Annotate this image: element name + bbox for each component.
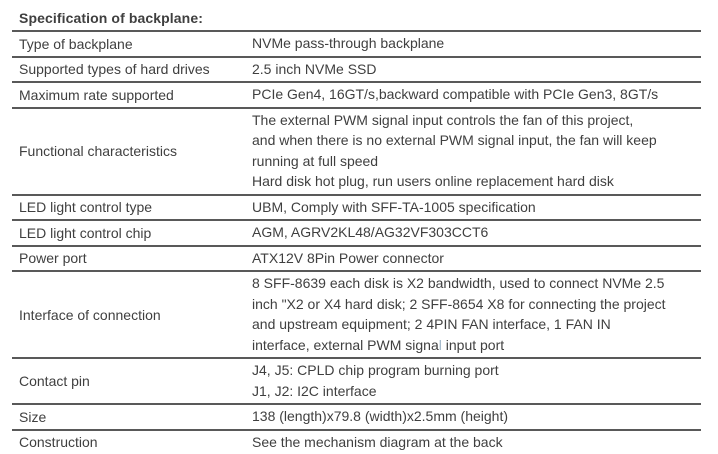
row-label: Supported types of hard drives (12, 59, 252, 79)
row-label: Size (12, 407, 252, 427)
value-text: input port (442, 337, 504, 353)
value-line: 2.5 inch NVMe SSD (252, 59, 701, 80)
value-text: interface, external PWM signa (252, 337, 439, 353)
row-value: 2.5 inch NVMe SSD (252, 58, 701, 82)
row-label: LED light control chip (12, 223, 252, 243)
row-value: PCIe Gen4, 16GT/s,backward compatible wi… (252, 83, 701, 107)
row-value: 8 SFF-8639 each disk is X2 bandwidth, us… (252, 272, 701, 357)
row-value: 138 (length)x79.8 (width)x2.5mm (height) (252, 405, 701, 429)
value-line: UBM, Comply with SFF-TA-1005 specificati… (252, 197, 701, 218)
value-line: Hard disk hot plug, run users online rep… (252, 171, 701, 192)
value-line: ATX12V 8Pin Power connector (252, 248, 701, 269)
row-value: ATX12V 8Pin Power connector (252, 247, 701, 271)
value-line: and upstream equipment; 2 4PIN FAN inter… (252, 314, 701, 335)
row-label: Contact pin (12, 371, 252, 391)
value-line: J1, J2: I2C interface (252, 381, 701, 402)
value-line: J4, J5: CPLD chip program burning port (252, 360, 701, 381)
value-line: AGM, AGRV2KL48/AG32VF303CCT6 (252, 222, 701, 243)
row-label: Construction (12, 432, 252, 452)
row-label: Maximum rate supported (12, 85, 252, 105)
row-label: Functional characteristics (12, 141, 252, 161)
document-page: Specification of backplane: Type of back… (12, 0, 701, 454)
value-line: interface, external PWM signal input por… (252, 335, 701, 356)
value-line: The external PWM signal input controls t… (252, 110, 701, 131)
value-line: 138 (length)x79.8 (width)x2.5mm (height) (252, 406, 701, 427)
value-line: See the mechanism diagram at the back (252, 432, 701, 453)
value-line: running at full speed (252, 151, 701, 172)
value-line: NVMe pass-through backplane (252, 33, 701, 54)
row-value: The external PWM signal input controls t… (252, 109, 701, 194)
row-value: AGM, AGRV2KL48/AG32VF303CCT6 (252, 221, 701, 245)
value-line: 8 SFF-8639 each disk is X2 bandwidth, us… (252, 273, 701, 294)
value-line: PCIe Gen4, 16GT/s,backward compatible wi… (252, 84, 701, 105)
row-label: Type of backplane (12, 34, 252, 54)
row-value: NVMe pass-through backplane (252, 32, 701, 56)
row-label: Power port (12, 248, 252, 268)
value-line: and when there is no external PWM signal… (252, 130, 701, 151)
row-label: Interface of connection (12, 305, 252, 325)
row-label: LED light control type (12, 197, 252, 217)
value-line: inch "X2 or X4 hard disk; 2 SFF-8654 X8 … (252, 294, 701, 315)
page-title: Specification of backplane: (12, 9, 701, 32)
row-value: UBM, Comply with SFF-TA-1005 specificati… (252, 196, 701, 220)
row-value: See the mechanism diagram at the back (252, 431, 701, 454)
